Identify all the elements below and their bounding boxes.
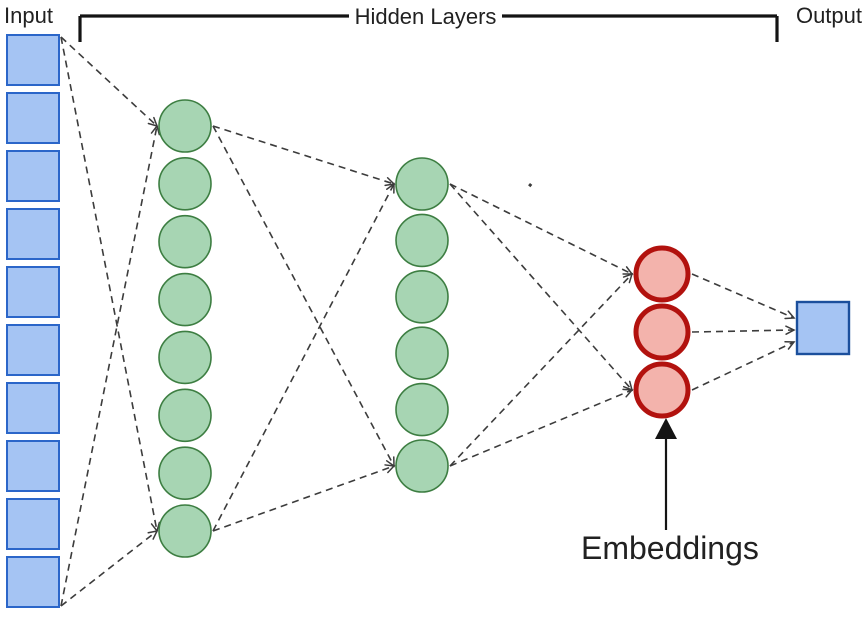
connection-line <box>212 125 395 468</box>
output-node <box>795 300 851 356</box>
input-node <box>6 266 60 318</box>
input-label: Input <box>4 3 53 28</box>
hidden-node <box>395 213 449 268</box>
input-node <box>6 382 60 434</box>
connection-line <box>212 182 395 532</box>
hidden-node <box>158 330 212 385</box>
input-node <box>6 150 60 202</box>
hidden-node <box>158 388 212 443</box>
connection-line <box>449 272 634 467</box>
input-node <box>6 34 60 86</box>
input-node <box>6 324 60 376</box>
connection-line <box>212 464 396 532</box>
hidden-node <box>158 99 212 153</box>
hidden-node <box>158 446 212 500</box>
hidden-node <box>395 439 449 493</box>
connection-line <box>60 36 159 128</box>
hidden-node <box>158 504 212 558</box>
hidden-layers-label: Hidden Layers <box>349 4 502 30</box>
embedding-node <box>633 303 691 361</box>
input-node <box>6 498 60 550</box>
embeddings-arrowhead-icon <box>655 418 677 439</box>
embedding-node <box>633 361 691 419</box>
connection-line <box>60 529 159 607</box>
connection-line <box>691 341 796 391</box>
stray-mark <box>528 182 533 188</box>
connection-line <box>691 273 796 320</box>
input-node <box>6 440 60 492</box>
connection-line <box>691 325 796 335</box>
hidden-node <box>158 272 212 327</box>
connection-line <box>449 388 634 467</box>
hidden-node <box>395 157 449 211</box>
hidden-node <box>395 382 449 437</box>
hidden-node <box>158 157 212 211</box>
input-node <box>6 208 60 260</box>
input-node <box>6 92 60 144</box>
connection-line <box>449 183 634 275</box>
connection-line <box>212 125 396 187</box>
connection-line <box>449 183 634 392</box>
connection-line <box>60 36 161 533</box>
embeddings-label: Embeddings <box>581 530 759 566</box>
output-label: Output <box>795 3 862 28</box>
hidden-node <box>395 326 449 381</box>
input-node <box>6 556 60 608</box>
hidden-node <box>395 269 449 324</box>
embedding-node <box>633 245 691 303</box>
hidden-node <box>158 214 212 269</box>
connection-line <box>60 124 161 607</box>
